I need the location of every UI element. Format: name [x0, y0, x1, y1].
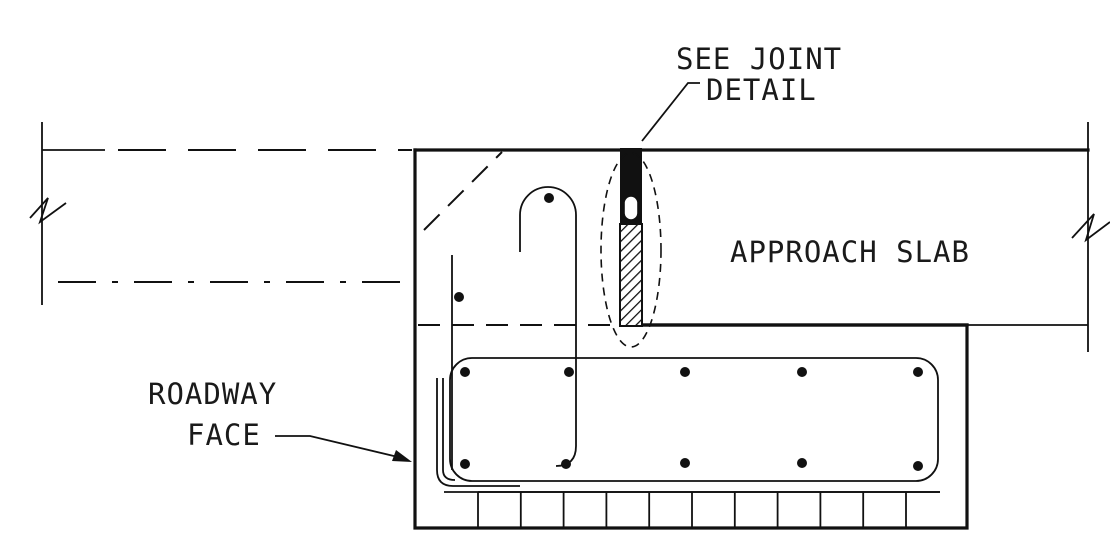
- bottom-grid: [477, 491, 940, 528]
- abutment-profile: [413, 148, 969, 530]
- roadway-face-arrowhead: [392, 450, 412, 462]
- rebar-dot: [460, 459, 470, 469]
- joint-filler-hatched: [619, 223, 643, 327]
- rebar-dot: [797, 458, 807, 468]
- reinforcement: [436, 186, 940, 493]
- rebar-dot: [913, 367, 923, 377]
- right-break-symbol: [1071, 213, 1110, 243]
- hook-bar: [519, 186, 577, 467]
- rebar-dot: [460, 367, 470, 377]
- chamfer-dashed-line: [423, 151, 503, 231]
- stirrup-bar-left-inner: [442, 378, 456, 481]
- see-joint-label-line1: SEE JOINT: [676, 42, 842, 76]
- joint-backer-rod: [623, 195, 639, 221]
- rebar-dot: [913, 461, 923, 471]
- roadway-face-leader-line: [275, 435, 399, 458]
- rebar-dot: [797, 367, 807, 377]
- rebar-dot: [454, 292, 464, 302]
- rebar-dot: [564, 367, 574, 377]
- roadway-face-label-line1: ROADWAY: [148, 377, 277, 411]
- rebar-dot: [680, 367, 690, 377]
- roadway-face-callout: ROADWAY FACE: [148, 377, 412, 462]
- joint-leader-line: [641, 82, 700, 142]
- rebar-dot: [561, 459, 571, 469]
- stirrup-loop: [449, 357, 939, 482]
- approach-slab: APPROACH SLAB: [638, 122, 1110, 352]
- rebar-dot: [544, 193, 554, 203]
- approach-slab-label: APPROACH SLAB: [730, 235, 970, 269]
- rebar-dot: [680, 458, 690, 468]
- joint-detail-callout: [600, 152, 662, 348]
- stirrup-bar-left: [436, 378, 520, 487]
- roadway-face-label-line2: FACE: [187, 418, 261, 452]
- joint: SEE JOINT DETAIL: [600, 42, 842, 348]
- see-joint-label-line2: DETAIL: [706, 73, 817, 107]
- left-break-symbol: [29, 197, 67, 225]
- left-slab: [29, 122, 412, 305]
- abutment-outline: [413, 148, 969, 530]
